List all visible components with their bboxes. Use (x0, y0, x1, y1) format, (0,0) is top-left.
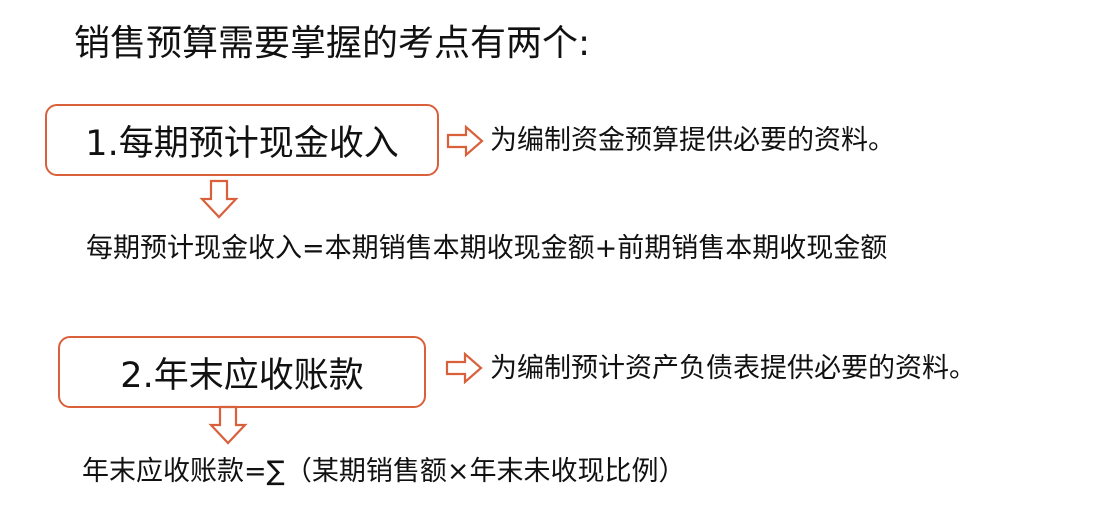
point-1-box: 1.每期预计现金收入 (45, 104, 439, 176)
hollow-right-arrow-icon (446, 124, 484, 158)
point-2-label: 2.年末应收账款 (120, 355, 364, 396)
point-1-label: 1.每期预计现金收入 (85, 123, 399, 164)
point-1-purpose: 为编制资金预算提供必要的资料。 (490, 125, 895, 156)
hollow-down-arrow-icon (199, 179, 239, 219)
point-2-formula: 年末应收账款=∑（某期销售额×年末未收现比例） (82, 456, 686, 487)
point-2-purpose: 为编制预计资产负债表提供必要的资料。 (490, 353, 976, 384)
hollow-down-arrow-icon (208, 405, 248, 445)
hollow-right-arrow-icon (445, 351, 483, 385)
point-1-formula: 每期预计现金收入=本期销售本期收现金额+前期销售本期收现金额 (86, 233, 888, 264)
point-2-box: 2.年末应收账款 (58, 336, 426, 408)
page-title: 销售预算需要掌握的考点有两个: (74, 23, 591, 64)
